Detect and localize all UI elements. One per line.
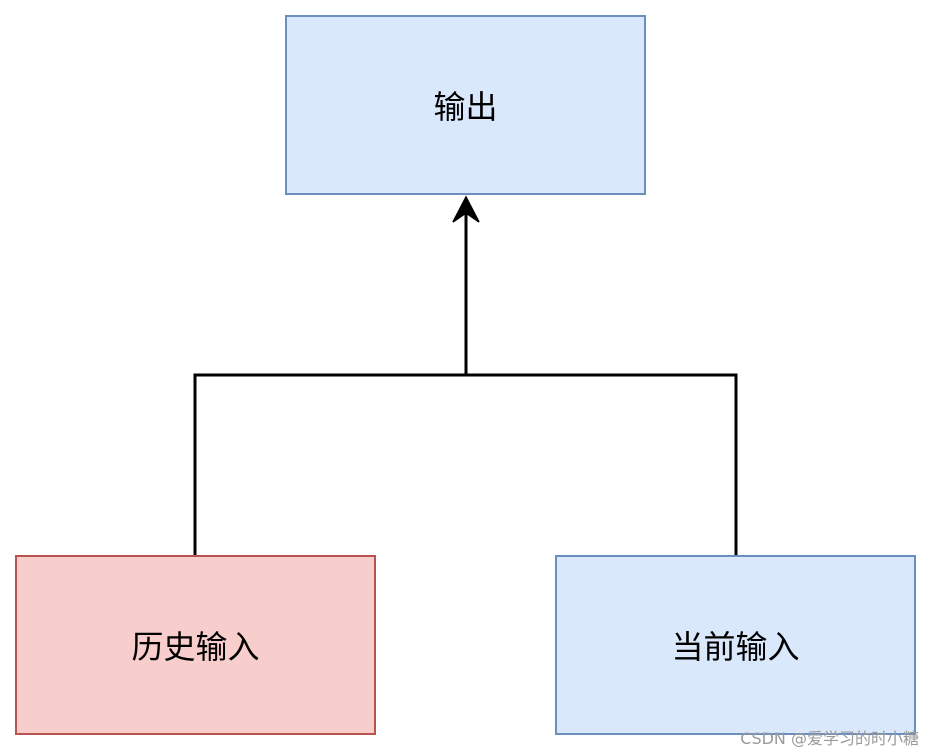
output-node-label: 输出: [433, 88, 498, 126]
watermark: CSDN @爱学习的时小糖: [740, 729, 919, 748]
history-input-node-label: 历史输入: [131, 628, 260, 666]
arrowhead-up-icon: [452, 195, 480, 223]
connector-current-to-output: [466, 373, 738, 555]
history-input-node[interactable]: 历史输入: [15, 555, 376, 735]
current-input-node[interactable]: 当前输入: [555, 555, 916, 735]
output-node[interactable]: 输出: [285, 15, 646, 195]
connector-history-to-output: [193, 200, 468, 555]
current-input-node-label: 当前输入: [671, 628, 800, 666]
